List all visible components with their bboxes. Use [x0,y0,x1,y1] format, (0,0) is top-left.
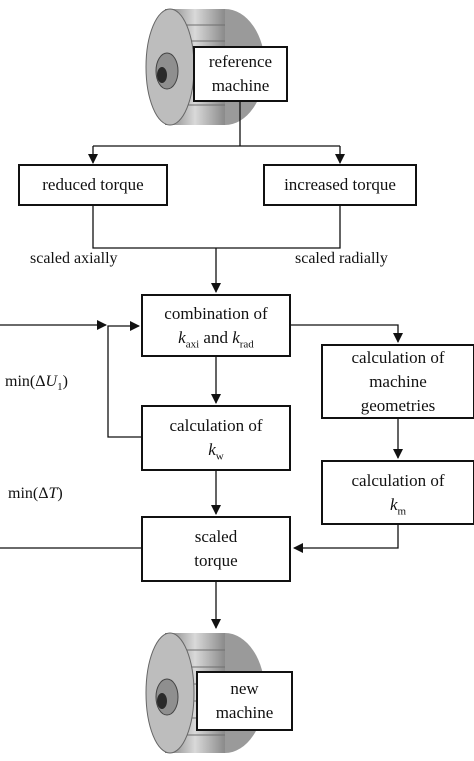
m-subscript: m [397,504,407,517]
new-machine-box: new machine [196,671,293,731]
new-machine-line-1: new [230,679,259,698]
reference-line-2: machine [211,76,270,95]
calculation-km-line-1: calculation of [351,470,445,490]
scaled-torque-line-1: scaled [194,527,238,546]
min-u1-suffix: ) [62,373,68,390]
calculation-kw-line-1: calculation of [169,416,263,435]
arrow-km-to-scaled [293,525,399,553]
scaled-torque-line-2: torque [194,551,238,570]
min-delta-u1-label: min(ΔU1) [5,373,68,394]
axi-subscript: axi [185,337,200,350]
reference-line-1: reference [208,52,273,71]
scaled-radially-label: scaled radially [295,250,388,267]
combination-line-1: combination of [164,303,268,323]
increased-torque-box: increased torque [263,164,417,206]
split-connector [93,102,340,147]
calculation-km-box: calculation of km [321,460,474,525]
t-variable: T [48,485,58,502]
combination-box: combination of kaxi and krad [141,294,291,357]
scaled-torque-box: scaled torque [141,516,291,582]
k-variable: k [389,494,398,514]
k-variable: k [232,327,240,347]
min-t-suffix: ) [57,485,63,502]
calculation-km-line-2: km [390,493,406,517]
min-delta-t-label: min(ΔT) [8,485,63,503]
u-variable: U [45,373,58,390]
k-variable: k [208,440,216,459]
increased-torque-label: increased torque [284,175,396,194]
scaled-axially-label: scaled axially [30,250,118,267]
merge-connector [92,206,341,292]
geometries-line-3: geometries [360,395,436,415]
reduced-torque-box: reduced torque [18,164,168,206]
calculation-geometries-box: calculation of machine geometries [321,344,474,419]
feedback-kw-line [107,321,141,438]
combination-line-2: kaxi and krad [178,326,254,350]
arrow-comb-to-geo [291,324,403,343]
rad-subscript: rad [239,337,254,350]
w-subscript: w [215,450,224,463]
reference-machine-box: reference machine [193,46,288,102]
geometries-line-2: machine [369,371,427,391]
and-text: and [199,327,233,347]
min-u1-prefix: min(Δ [5,373,46,390]
min-t-prefix: min(Δ [8,485,49,502]
calculation-kw-line-2: kw [208,438,224,462]
new-machine-line-2: machine [215,703,274,722]
u1-subscript: 1 [57,381,63,394]
reduced-torque-label: reduced torque [42,175,144,194]
k-variable: k [178,327,186,347]
calculation-kw-box: calculation of kw [141,405,291,471]
geometries-line-1: calculation of [351,347,445,367]
